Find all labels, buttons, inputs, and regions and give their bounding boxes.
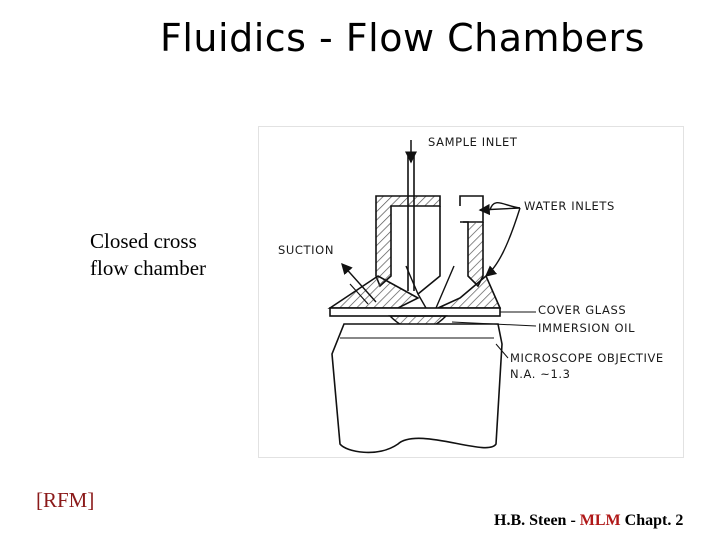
label-cover-glass: COVER GLASS	[538, 303, 626, 317]
reference-tag: [RFM]	[36, 488, 95, 512]
microscope-objective	[331, 323, 503, 454]
label-numerical-aperture: N.A. ~1.3	[510, 367, 571, 381]
label-sample-inlet: SAMPLE INLET	[428, 135, 518, 149]
caption-line-1: Closed cross	[90, 229, 197, 253]
caption-line-2: flow chamber	[90, 256, 207, 280]
leader-lines	[451, 311, 537, 359]
label-immersion-oil: IMMERSION OIL	[538, 321, 635, 335]
cover-glass	[329, 307, 501, 317]
credit-author: H.B. Steen -	[494, 512, 580, 529]
flow-chamber-drawing: SAMPLE INLET WATER INLETS SUCTION COVER …	[258, 126, 684, 458]
figure-caption: Closed cross flow chamber	[90, 228, 260, 282]
credit-chapter: Chapt. 2	[620, 512, 684, 529]
label-suction: SUCTION	[278, 243, 334, 257]
slide-credit: H.B. Steen - MLM Chapt. 2	[494, 512, 683, 530]
chamber-body	[327, 195, 502, 309]
flow-chamber-diagram: SAMPLE INLET WATER INLETS SUCTION COVER …	[258, 126, 684, 458]
credit-book: MLM	[579, 512, 621, 529]
slide-title: Fluidics - Flow Chambers	[160, 16, 645, 60]
flow-arrows	[341, 201, 521, 305]
label-water-inlets: WATER INLETS	[524, 199, 615, 213]
sample-capillary	[405, 140, 417, 291]
label-microscope-objective: MICROSCOPE OBJECTIVE	[510, 351, 664, 365]
